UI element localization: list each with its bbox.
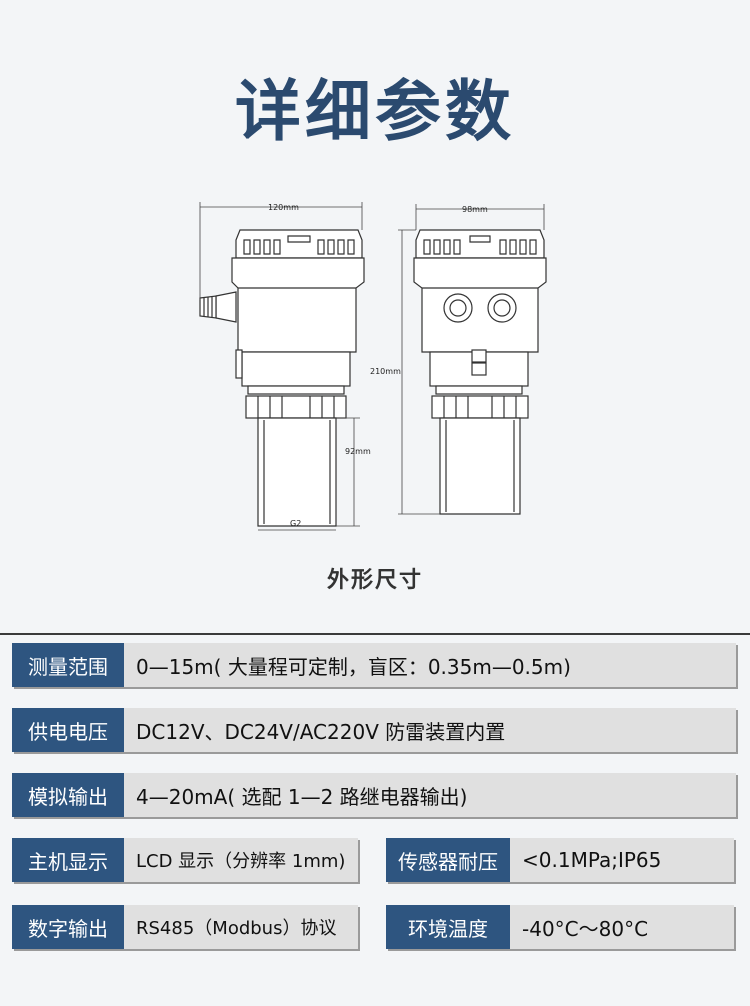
spec-row-digital: 数字输出 RS485（Modbus）协议: [12, 905, 358, 949]
spec-label: 数字输出: [12, 905, 124, 949]
dim-width-left: 120mm: [268, 203, 299, 212]
spec-row-analog: 模拟输出 4—20mA( 选配 1—2 路继电器输出): [12, 773, 736, 817]
spec-label: 环境温度: [386, 905, 510, 949]
spec-label: 供电电压: [12, 708, 124, 752]
drawing-caption: 外形尺寸: [326, 568, 423, 593]
right-probe: [439, 417, 521, 515]
spec-value: <0.1MPa;IP65: [510, 838, 734, 882]
spec-row-display: 主机显示 LCD 显示（分辨率 1mm): [12, 838, 358, 882]
spec-value: -40°C～80°C: [510, 905, 734, 949]
divider-line: [0, 633, 750, 635]
page-title: 详细参数: [235, 73, 515, 150]
right-nut: [431, 395, 529, 419]
dim-height-total: 210mm: [370, 367, 401, 376]
spec-row-pressure: 传感器耐压 <0.1MPa;IP65: [386, 838, 734, 882]
spec-value: 4—20mA( 选配 1—2 路继电器输出): [124, 773, 736, 817]
dim-width-right: 98mm: [462, 205, 488, 214]
spec-value: DC12V、DC24V/AC220V 防雷装置内置: [124, 708, 736, 752]
left-nut: [245, 395, 347, 419]
dim-probe: 92mm: [345, 447, 371, 456]
spec-label: 传感器耐压: [386, 838, 510, 882]
spec-value: 0—15m( 大量程可定制，盲区：0.35m—0.5m): [124, 643, 736, 687]
spec-value: RS485（Modbus）协议: [124, 905, 358, 949]
spec-label: 主机显示: [12, 838, 124, 882]
spec-row-power: 供电电压 DC12V、DC24V/AC220V 防雷装置内置: [12, 708, 736, 752]
spec-row-range: 测量范围 0—15m( 大量程可定制，盲区：0.35m—0.5m): [12, 643, 736, 687]
spec-label: 测量范围: [12, 643, 124, 687]
spec-label: 模拟输出: [12, 773, 124, 817]
left-probe: [257, 417, 337, 527]
spec-row-temperature: 环境温度 -40°C～80°C: [386, 905, 734, 949]
right-housing: [413, 257, 547, 353]
spec-value: LCD 显示（分辨率 1mm): [124, 838, 358, 882]
dim-thread: G2: [290, 519, 301, 528]
left-housing: [231, 257, 365, 353]
dimension-drawing: 120mm 98mm 210mm 92mm G2: [199, 202, 547, 531]
